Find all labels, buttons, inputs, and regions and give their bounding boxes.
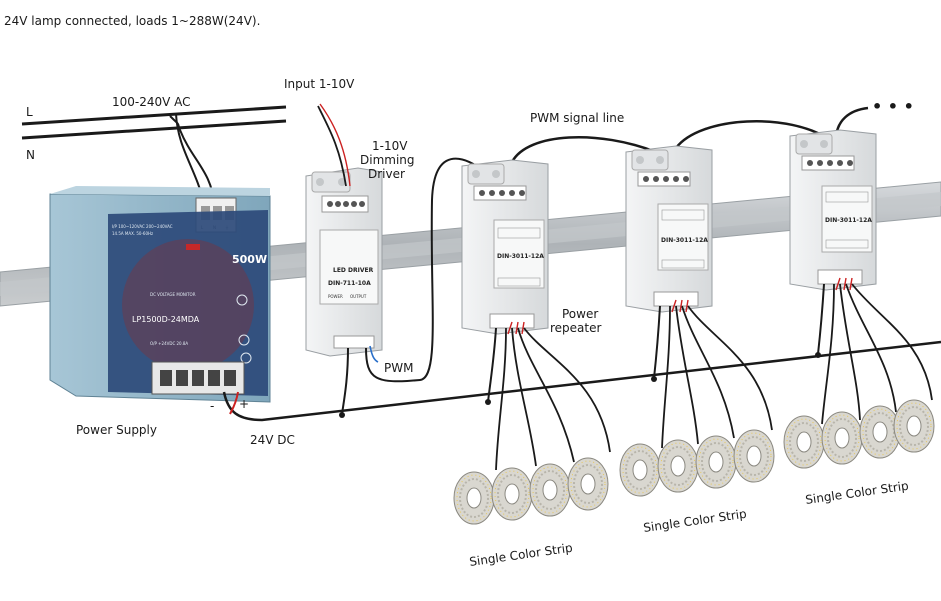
power-repeater-label-2: repeater [550, 321, 601, 335]
led-strip-reel [567, 457, 609, 511]
mains-voltage-label: 100-240V AC [112, 95, 191, 109]
psu-neutral-wire [169, 115, 215, 205]
driver-power-wire [341, 347, 349, 415]
input-signal-wire-red [319, 103, 351, 187]
dc-bus [222, 340, 941, 422]
led-strip-reel [783, 415, 825, 469]
psu-terminal-screw [176, 370, 188, 386]
repeater-model: DIN-3011-12A [661, 237, 708, 244]
input-signal-label: Input 1-10V [284, 77, 355, 91]
driver-table-header: POWER [328, 294, 343, 299]
dc-bus-label: 24V DC [250, 433, 295, 447]
psu-brand-line: DC VOLTAGE MONITOR [150, 292, 196, 297]
strip-group-label: Single Color Strip [804, 479, 909, 507]
led-strip-reel [733, 429, 775, 483]
driver-table-header: OUTPUT [350, 294, 367, 299]
cert-mark-icon [236, 294, 248, 306]
dimming-driver: LED DRIVER DIN-711-10A POWER OUTPUT [305, 167, 383, 357]
power-supply: L N ⏚ I/P 100~120VAC 200~240VAC 14.5A MA… [49, 186, 271, 403]
led-strip-reel [695, 435, 737, 489]
polarity-minus: - [210, 399, 214, 413]
pwm-wire [365, 157, 483, 383]
led-strip-reel [453, 471, 495, 525]
led-strip-reel [619, 443, 661, 497]
mains-lines [21, 105, 287, 140]
repeater-module: DIN-3011-12A [625, 145, 713, 313]
line-l-label: L [26, 105, 33, 119]
psu-terminal-screw [224, 370, 236, 386]
psu-model: LP1500D-24MDA [132, 315, 200, 324]
psu-output: O/P +24VDC 20.8A [150, 341, 188, 346]
pwm-signal-line [510, 136, 657, 163]
power-supply-label: Power Supply [76, 423, 157, 437]
led-strip-reel [657, 439, 699, 493]
repeater-module: DIN-3011-12A [461, 159, 549, 335]
junction-dot [339, 412, 345, 418]
led-strip-reel [821, 411, 863, 465]
strip-wiring-group [485, 321, 611, 471]
led-strip-reel [529, 463, 571, 517]
input-signal-wire [317, 105, 347, 187]
cert-mark-icon [238, 334, 250, 346]
driver-label-panel [319, 229, 379, 305]
pwm-signal-line [675, 120, 831, 149]
driver-title-line-2: Dimming [360, 153, 415, 167]
line-n-label: N [26, 148, 35, 162]
pwm-wire-blue [369, 345, 379, 363]
led-strip-reel [893, 399, 935, 453]
caption: 24V lamp connected, loads 1~288W(24V). [4, 14, 260, 28]
driver-title-line-3: Driver [368, 167, 405, 181]
driver-model: DIN-711-10A [328, 280, 371, 287]
psu-spec-1: I/P 100~120VAC 200~240VAC [112, 224, 173, 229]
strip-reel-group [453, 457, 609, 525]
psu-wattage: 500W [232, 253, 267, 266]
driver-title-line-1: 1-10V [372, 139, 408, 153]
repeater-model: DIN-3011-12A [825, 217, 872, 224]
strip-group-label: Single Color Strip [642, 507, 747, 535]
cert-mark-icon [240, 352, 252, 364]
power-repeater-label-1: Power [562, 307, 598, 321]
repeater-module: DIN-3011-12A [789, 129, 877, 291]
pwm-label: PWM [384, 361, 413, 375]
strip-wiring-group [815, 277, 933, 425]
pwm-signal-line-label: PWM signal line [530, 111, 624, 125]
repeater-model: DIN-3011-12A [497, 253, 544, 260]
strip-wiring-group [651, 299, 773, 449]
psu-warning-sticker [186, 244, 200, 250]
driver-bottom-terminal [333, 335, 375, 349]
led-strip-reel [491, 467, 533, 521]
psu-spec-2: 14.5A MAX. 50-60Hz [112, 231, 153, 236]
psu-terminal-screw [192, 370, 204, 386]
driver-sub-label: LED DRIVER [333, 267, 374, 274]
continuation-ellipsis: • • • [872, 97, 914, 116]
polarity-plus: + [239, 397, 249, 411]
strip-group-label: Single Color Strip [468, 541, 573, 569]
psu-terminal-screw [160, 370, 172, 386]
psu-terminal-screw [208, 370, 220, 386]
